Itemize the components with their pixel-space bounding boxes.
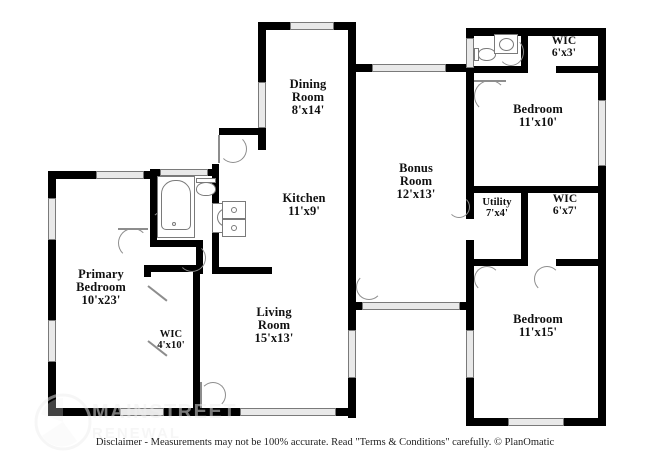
room-label-bedroom-3: Bedroom 11'x15' [513, 312, 563, 339]
toilet-icon [196, 182, 216, 196]
window-bath-top-hall [160, 169, 208, 176]
window-primary-bottom [120, 408, 164, 416]
window-primary-top [96, 171, 144, 179]
room-label-wic-primary: WIC 4'x10' [157, 329, 185, 351]
window-dining-left [258, 82, 266, 128]
window-topright-bath [466, 38, 474, 68]
window-primary-left-1 [48, 198, 56, 240]
wall-bonus-left [348, 164, 356, 310]
door-bedroom2-leaf [474, 80, 506, 82]
room-label-dining-room: Dining Room 8'x14' [289, 77, 327, 117]
room-label-utility: Utility 7'x4' [482, 197, 512, 219]
window-bedroom3-bottom [508, 418, 564, 426]
wall-bath-bottom-l [150, 240, 196, 247]
bathtub-drain-icon [172, 222, 176, 226]
wall-kitchen-bottom [212, 267, 272, 274]
door-bonus-arc [356, 274, 382, 300]
room-label-bonus-room: Bonus Room 12'x13' [396, 161, 436, 201]
wall-wic-primary-top [144, 265, 200, 272]
window-bedroom2-right [598, 100, 606, 166]
wall-utility-left2 [466, 240, 474, 266]
window-bonus-right-low [466, 330, 474, 378]
window-bonus-left-low [348, 330, 356, 378]
wall-wicright-bottom [556, 259, 606, 266]
sink-ensuite-icon [499, 38, 514, 51]
door-bath-arc [118, 228, 148, 258]
bathtub-basin-icon [161, 180, 191, 230]
door-wicright-arc [534, 266, 560, 292]
wall-wic-primary-lf [144, 265, 151, 277]
wall-bedroom2-bottom [466, 186, 606, 193]
wall-primary-left [48, 171, 56, 416]
wall-living-right [348, 408, 356, 416]
door-hall-b-arc [178, 244, 206, 272]
room-label-bedroom-2: Bedroom 11'x10' [513, 102, 563, 129]
window-bonus-bottom [362, 302, 460, 310]
door-entry-arc [200, 382, 226, 408]
door-bath-leaf [118, 228, 148, 230]
wall-bath-wic-divider [521, 28, 528, 73]
wall-topright-top [466, 28, 606, 36]
wall-wic-primary-rt [193, 265, 200, 416]
wall-dining-botleft [219, 128, 259, 135]
window-top-center [372, 64, 446, 72]
room-label-kitchen: Kitchen 11'x9' [282, 191, 326, 218]
wall-bath-bottom [466, 66, 526, 73]
door-utility-arc [448, 196, 470, 218]
wall-bonus-right-lower [466, 266, 474, 310]
wall-bonus-right [466, 64, 474, 104]
wall-bath-left [150, 169, 157, 247]
range-burner-2-icon [231, 225, 237, 231]
room-label-wic-right: WIC 6'x7' [552, 193, 578, 217]
door-bedroom3-arc [474, 266, 500, 292]
window-dining-top [290, 22, 334, 30]
toilet-tank-icon [196, 178, 216, 183]
wall-utility-left [466, 193, 474, 219]
window-primary-left-2 [48, 320, 56, 362]
wall-utility-bottom [466, 259, 526, 266]
room-label-primary-bedroom: Primary Bedroom 10'x23' [76, 267, 126, 307]
wall-bedroom2-left [466, 100, 474, 193]
wall-right-exterior [598, 28, 606, 426]
range-burner-1-icon [231, 207, 237, 213]
door-dining-leaf [218, 135, 220, 163]
door-topbath-arc [498, 38, 524, 66]
room-label-wic-top: WIC 6'x3' [551, 35, 577, 59]
wall-utility-divider [521, 186, 528, 266]
disclaimer-text: Disclaimer - Measurements may not be 100… [95, 437, 555, 448]
door-entry-leaf [200, 382, 202, 408]
wall-wic-top-bottom [556, 66, 606, 73]
toilet-ensuite-tank-icon [474, 48, 479, 61]
wall-dining-right [348, 22, 356, 164]
room-label-living-room: Living Room 15'x13' [254, 305, 294, 345]
door-dining-arc [219, 135, 247, 163]
window-living-bottom [240, 408, 336, 416]
